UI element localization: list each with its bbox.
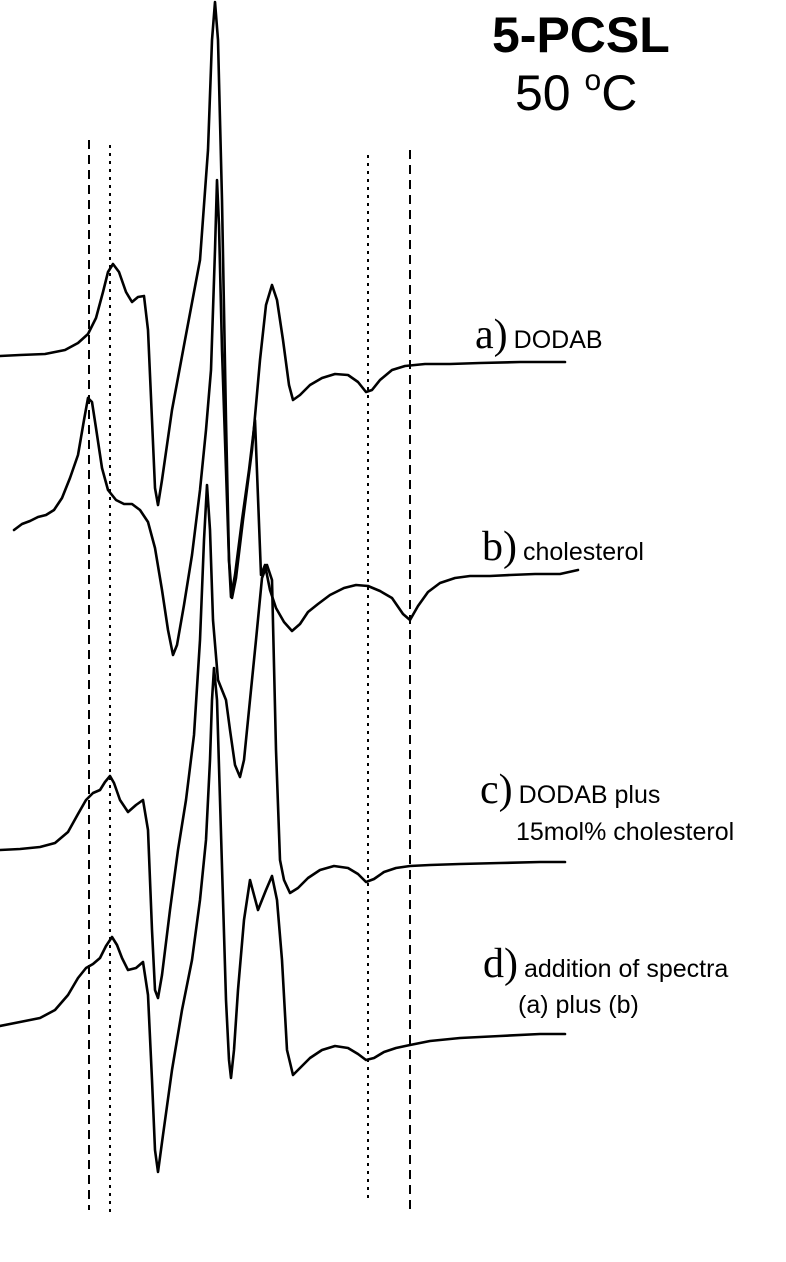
series-letter-d: d) (483, 941, 518, 987)
series-name-d: addition of spectra (524, 955, 728, 983)
series-letter-a: a) (475, 312, 508, 358)
series-name-a: DODAB (514, 326, 603, 354)
temperature-degree: o (585, 64, 602, 97)
series-letter-b: b) (482, 524, 517, 570)
spectrum-trace-a (0, 0, 567, 600)
series-name-c-line2: 15mol% cholesterol (516, 818, 734, 846)
temperature-unit: C (601, 65, 637, 121)
spectrum-trace-d (0, 666, 567, 1174)
figure-title: 5-PCSL (492, 7, 670, 63)
series-label-b: b)cholesterol (482, 524, 644, 570)
series-name-c: DODAB plus (519, 781, 661, 809)
series-label-c: c)DODAB plus (480, 767, 660, 813)
series-name-b: cholesterol (523, 538, 644, 566)
temperature-value: 50 (515, 65, 585, 121)
spectrum-trace-b (12, 178, 580, 657)
series-letter-c: c) (480, 767, 513, 813)
spectrum-trace-c (0, 483, 567, 1000)
series-label-d: d)addition of spectra (483, 941, 728, 987)
series-name-d-line2: (a) plus (b) (518, 991, 639, 1019)
temperature-label: 50 oC (515, 64, 637, 121)
series-label-a: a)DODAB (475, 312, 603, 358)
